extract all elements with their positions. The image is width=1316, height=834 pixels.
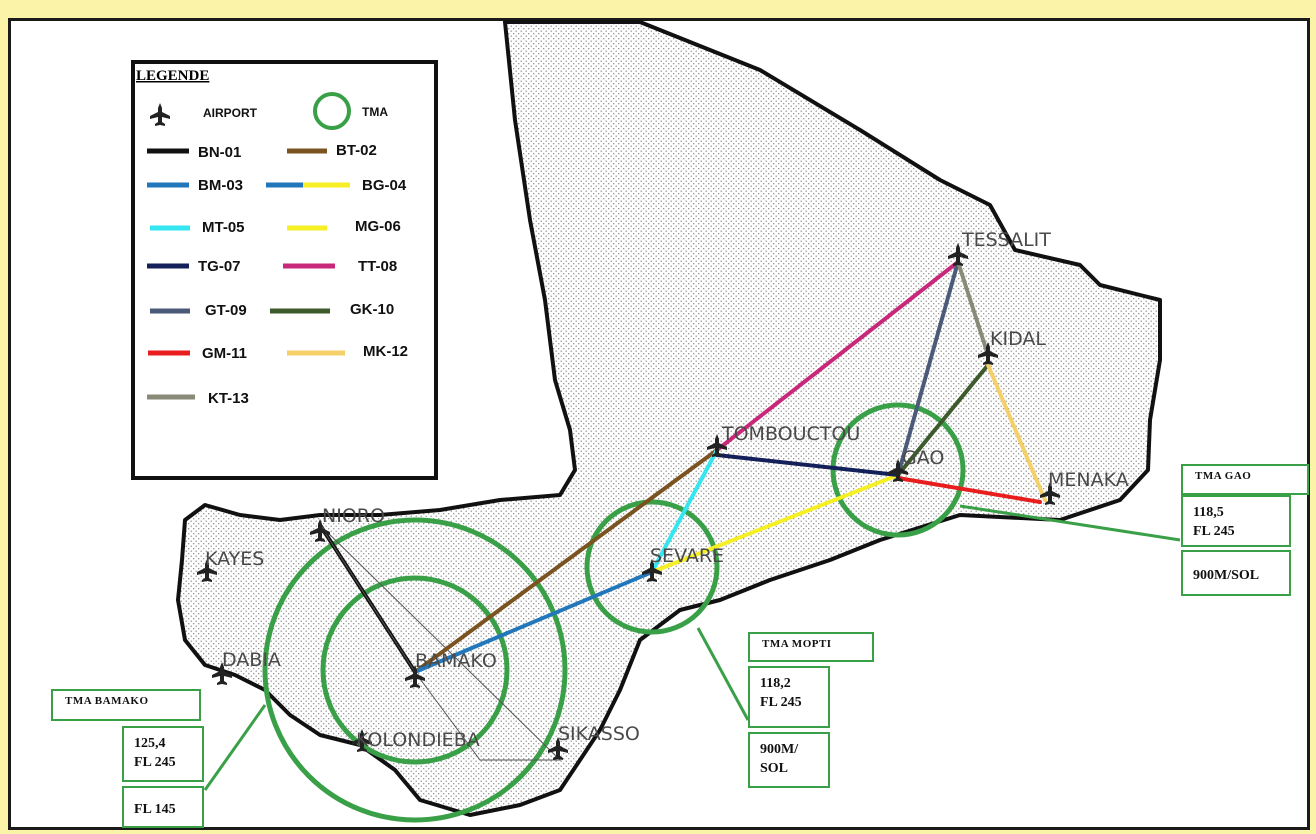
tma-gao-freq-box: 118,5 FL 245 <box>1181 495 1291 547</box>
legend-route-mg-06: MG-06 <box>287 218 401 235</box>
legend-route-mt-05: MT-05 <box>150 219 245 236</box>
legend-tma-label: TMA <box>362 105 388 119</box>
tma-mopti-title-box: TMA MOPTI <box>748 632 874 662</box>
country-outline <box>176 20 1162 817</box>
tma-mopti-freq: 118,2 FL 245 <box>760 676 802 710</box>
city-label-gao: GAO <box>902 447 944 469</box>
tma-ring-mopti <box>584 499 720 635</box>
tma-bamako-title-box: TMA BAMAKO <box>51 689 201 721</box>
route-mk-12 <box>986 363 1047 502</box>
route-tt-08 <box>715 260 960 452</box>
tma-gao-freq: 118,5 FL 245 <box>1193 505 1235 539</box>
tma-gao-title-box: TMA GAO <box>1181 464 1309 495</box>
legend-route-tt-08: TT-08 <box>283 258 397 275</box>
svg-text:GM-11: GM-11 <box>202 345 247 362</box>
legend-route-tg-07: TG-07 <box>147 258 241 275</box>
legend-route-gt-09: GT-09 <box>150 302 247 319</box>
svg-text:GT-09: GT-09 <box>205 302 247 319</box>
svg-text:BT-02: BT-02 <box>336 142 377 159</box>
legend-route-bm-03: BM-03 <box>147 177 243 194</box>
svg-text:MK-12: MK-12 <box>363 343 408 360</box>
route-mt-05 <box>650 448 719 574</box>
routes <box>318 260 1047 761</box>
tma-gao-lower-box: 900M/SOL <box>1181 550 1291 596</box>
tma-bamako-title: TMA BAMAKO <box>65 695 149 707</box>
legend: LEGENDE AIRPORT TMA BN-01 BT-02 BM-03 BG… <box>131 60 438 480</box>
tma-ring-bamako-inner <box>320 575 510 765</box>
city-labels: TESSALIT KIDAL TOMBOUCTOU GAO MENAKA NIO… <box>205 229 1129 751</box>
city-label-sevare: SEVARE <box>650 545 724 567</box>
svg-text:BN-01: BN-01 <box>198 144 241 161</box>
svg-text:GK-10: GK-10 <box>350 301 394 318</box>
legend-airport-label: AIRPORT <box>203 106 258 120</box>
svg-text:MT-05: MT-05 <box>202 219 245 236</box>
svg-text:TT-08: TT-08 <box>358 258 397 275</box>
route-tg-07 <box>715 453 900 477</box>
tma-bamako-freq-box: 125,4 FL 245 <box>122 726 204 782</box>
route-bn-01-corridor <box>319 524 562 761</box>
legend-route-gk-10: GK-10 <box>270 301 394 318</box>
city-label-sikasso: SIKASSO <box>558 723 640 745</box>
city-label-nioro: NIORO <box>322 505 385 527</box>
tma-mopti-lower: 900M/ SOL <box>760 742 799 776</box>
legend-route-kt-13: KT-13 <box>147 390 249 407</box>
legend-tma-icon <box>313 92 351 130</box>
svg-text:TG-07: TG-07 <box>198 258 241 275</box>
legend-route-mk-12: MK-12 <box>287 343 408 360</box>
tma-ring-gao <box>830 402 966 538</box>
tma-bamako-freq: 125,4 FL 245 <box>134 736 176 770</box>
city-label-bamako: BAMAKO <box>415 650 497 672</box>
city-label-dabia: DABIA <box>222 649 281 671</box>
svg-text:MG-06: MG-06 <box>355 218 401 235</box>
city-label-tessalit: TESSALIT <box>961 229 1051 251</box>
tma-gao-lower: 900M/SOL <box>1193 568 1260 583</box>
tma-ring-bamako-outer <box>262 517 568 823</box>
city-label-menaka: MENAKA <box>1048 469 1129 491</box>
legend-route-bn-01: BN-01 <box>147 144 241 161</box>
route-gk-10 <box>896 363 990 477</box>
route-kt-13 <box>956 260 990 357</box>
legend-route-bt-02: BT-02 <box>287 142 377 159</box>
route-bm-03 <box>413 570 654 674</box>
tma-leaders <box>203 504 1181 791</box>
tma-bamako-lower-box: FL 145 <box>122 786 204 828</box>
svg-text:KT-13: KT-13 <box>208 390 249 407</box>
route-mg-06 <box>650 473 900 574</box>
route-gt-09 <box>896 260 960 477</box>
tma-gao-title: TMA GAO <box>1195 470 1252 482</box>
tma-rings <box>262 402 966 823</box>
legend-route-bg-04: BG-04 <box>266 177 407 194</box>
route-bt-02 <box>413 448 719 674</box>
svg-text:BG-04: BG-04 <box>362 177 407 194</box>
svg-text:BM-03: BM-03 <box>198 177 243 194</box>
city-label-kayes: KAYES <box>205 548 264 570</box>
tma-mopti-title: TMA MOPTI <box>762 638 832 650</box>
tma-bamako-lower: FL 145 <box>134 802 176 817</box>
tma-mopti-lower-box: 900M/ SOL <box>748 732 830 788</box>
legend-title: LEGENDE <box>136 68 209 84</box>
city-label-kidal: KIDAL <box>990 328 1046 350</box>
tma-mopti-freq-box: 118,2 FL 245 <box>748 666 830 728</box>
city-label-tombouctou: TOMBOUCTOU <box>721 423 860 445</box>
route-gm-11 <box>896 476 1042 504</box>
city-label-kolondieba: KOLONDIEBA <box>356 729 480 751</box>
legend-route-gm-11: GM-11 <box>148 345 247 362</box>
